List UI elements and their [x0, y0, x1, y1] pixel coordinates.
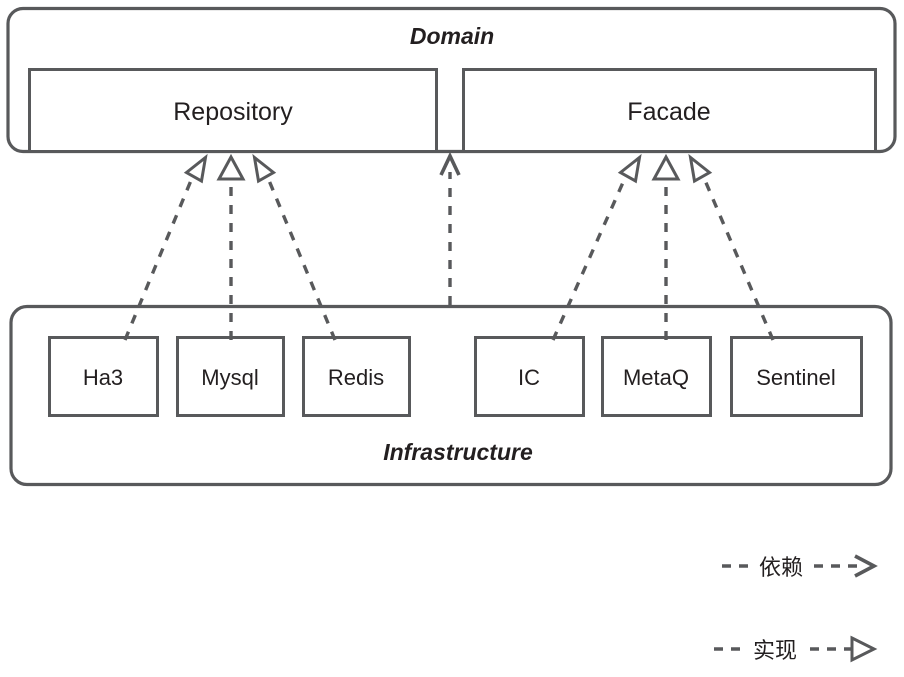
- redis-repository-line: [266, 177, 337, 341]
- legend-dependency-label: 依赖: [759, 556, 803, 581]
- infrastructure-component-redis[interactable]: Redis: [302, 336, 411, 417]
- connector-mysql-to-repository: [216, 153, 246, 340]
- infrastructure-component-ha3[interactable]: Ha3: [48, 336, 159, 417]
- domain-panel-title: Domain: [410, 23, 494, 49]
- infrastructure-panel-title: Infrastructure: [383, 439, 533, 465]
- domain-component-facade[interactable]: Facade: [462, 68, 877, 153]
- ic-box[interactable]: [474, 336, 585, 417]
- facade-label: Facade: [627, 98, 710, 126]
- sentinel-box[interactable]: [730, 336, 863, 417]
- ha3-label: Ha3: [83, 365, 123, 390]
- connector-metaq-to-facade: [651, 153, 681, 340]
- realization-triangle-metaq: [651, 153, 681, 181]
- ha3-repository-line: [123, 177, 194, 341]
- infrastructure-component-sentinel[interactable]: Sentinel: [730, 336, 863, 417]
- connector-ha3-to-repository: [123, 153, 208, 341]
- domain-component-repository[interactable]: Repository: [28, 68, 438, 153]
- repository-box[interactable]: [28, 68, 438, 153]
- domain-panel: Domain Repository Facade: [6, 6, 897, 154]
- ha3-box[interactable]: [48, 336, 159, 417]
- connector-sentinel-to-facade: [688, 153, 775, 341]
- legend-item-dependency: 依赖: [722, 554, 878, 581]
- legend-realization-label: 实现: [753, 639, 797, 664]
- legend-item-realization: 实现: [714, 635, 878, 664]
- ic-label: IC: [518, 365, 540, 390]
- redis-box[interactable]: [302, 336, 411, 417]
- realization-triangle-ha3: [183, 153, 208, 184]
- legend: 依赖 实现: [714, 554, 878, 664]
- metaq-box[interactable]: [601, 336, 712, 417]
- realization-triangle-sentinel: [688, 153, 713, 184]
- ic-facade-line: [551, 177, 627, 341]
- infrastructure-component-ic[interactable]: IC: [474, 336, 585, 417]
- infrastructure-component-mysql[interactable]: Mysql: [176, 336, 285, 417]
- sentinel-facade-line: [702, 177, 775, 341]
- dependency-arrowhead: [439, 151, 461, 176]
- infrastructure-panel: Infrastructure Ha3 Mysql Redis IC MetaQ …: [9, 304, 893, 487]
- connector-redis-to-repository: [252, 153, 337, 341]
- facade-box[interactable]: [462, 68, 877, 153]
- legend-hollow-triangle-icon: [850, 635, 878, 663]
- legend-open-arrow-icon: [854, 554, 878, 578]
- connector-ic-to-facade: [551, 153, 642, 341]
- connector-infrastructure-to-domain-dependency: [439, 151, 461, 305]
- sentinel-label: Sentinel: [756, 365, 836, 390]
- realization-triangle-redis: [252, 153, 277, 184]
- infrastructure-component-metaq[interactable]: MetaQ: [601, 336, 712, 417]
- redis-label: Redis: [328, 365, 384, 390]
- metaq-label: MetaQ: [623, 365, 689, 390]
- realization-triangle-ic: [617, 153, 642, 184]
- repository-label: Repository: [173, 98, 293, 126]
- mysql-label: Mysql: [201, 365, 258, 390]
- realization-triangle-mysql: [216, 153, 246, 181]
